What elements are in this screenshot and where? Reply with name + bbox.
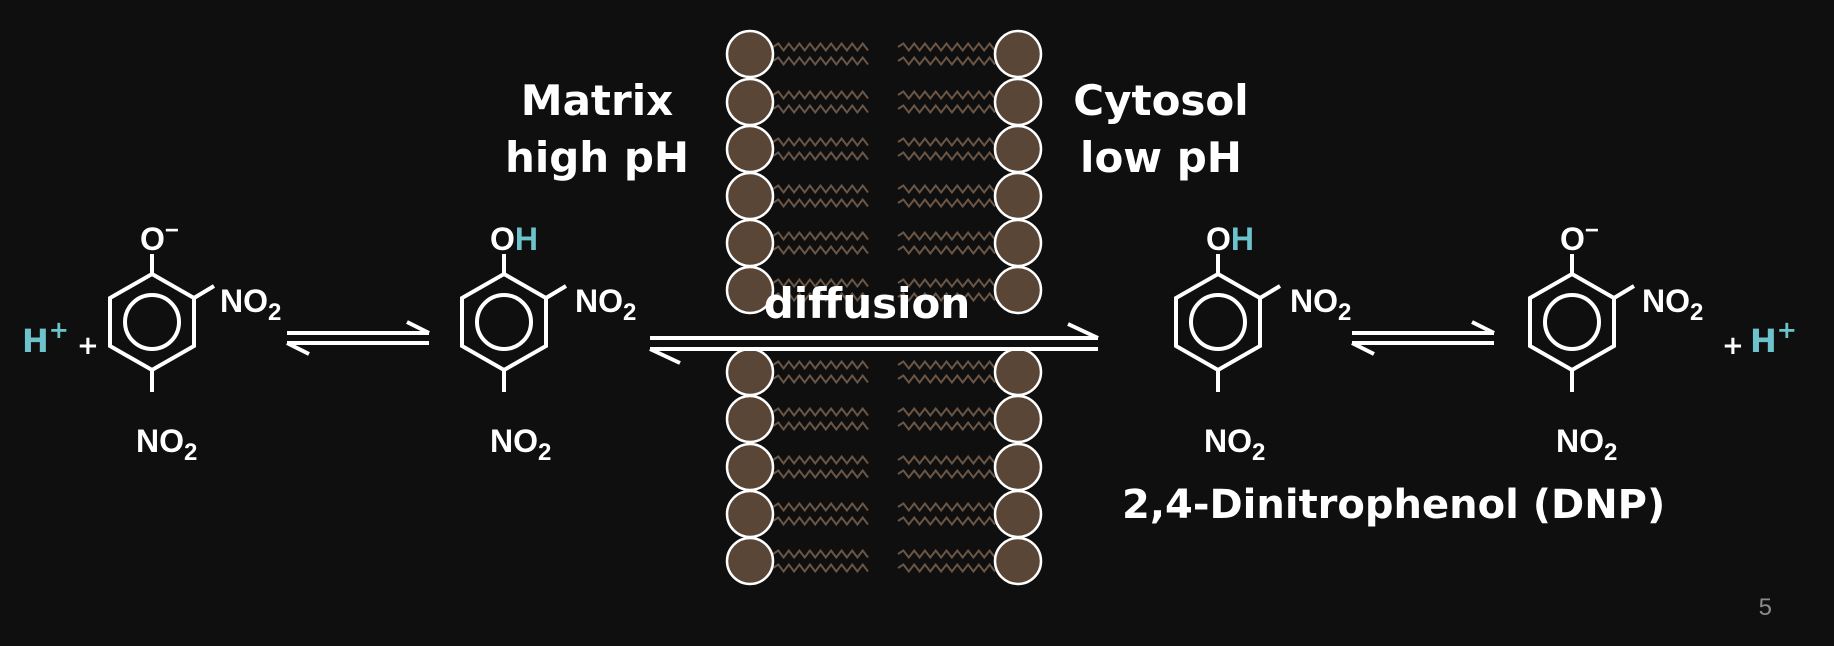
lipid-head [993, 265, 1043, 315]
proton-left: H+ [22, 316, 69, 360]
lipid-tail [897, 183, 996, 195]
lipid-tail [772, 183, 869, 195]
matrix-ph-label: high pH [505, 133, 689, 182]
lipid-tail [772, 359, 869, 371]
lipid-tail [772, 420, 869, 432]
diffusion-arrow [649, 322, 1099, 365]
lipid-head [725, 394, 775, 444]
compound-name: 2,4-Dinitrophenol (DNP) [1122, 482, 1665, 528]
lipid-tail [897, 244, 996, 256]
lipid-tail [772, 515, 869, 527]
lipid-head [725, 489, 775, 539]
lipid-tail [897, 454, 996, 466]
lipid-tail [772, 501, 869, 513]
lipid-head [993, 489, 1043, 539]
lipid-tail [772, 150, 869, 162]
svg-text:NO2: NO2 [575, 283, 636, 326]
slide-number: 5 [1758, 594, 1772, 621]
lipid-tail [897, 197, 996, 209]
cytosol-ph-label: low pH [1080, 133, 1242, 182]
lipid-head [993, 442, 1043, 492]
plus-right: + [1722, 331, 1744, 361]
lipid-tail [897, 501, 996, 513]
lipid-head [725, 124, 775, 174]
lipid-head [993, 171, 1043, 221]
lipid-head [725, 218, 775, 268]
lipid-head [993, 29, 1043, 79]
lipid-tail [897, 515, 996, 527]
lipid-tail [772, 244, 869, 256]
svg-text:NO2: NO2 [1290, 283, 1351, 326]
dnp-matrix: OH NO2 NO2 [460, 221, 636, 466]
matrix-label: Matrix [521, 76, 673, 125]
dnp-cytosol: OH NO2 NO2 [1174, 221, 1351, 466]
lipid-tail [772, 55, 869, 67]
lipid-tail [772, 197, 869, 209]
svg-text:OH: OH [490, 221, 538, 257]
lipid-tail [897, 55, 996, 67]
svg-text:NO2: NO2 [1642, 283, 1703, 326]
lipid-tail [772, 136, 869, 148]
lipid-tail [772, 454, 869, 466]
lipid-tail [772, 548, 869, 560]
svg-text:NO2: NO2 [136, 423, 197, 466]
svg-text:NO2: NO2 [220, 283, 281, 326]
lipid-tail [897, 548, 996, 560]
equilibrium-arrow-left [285, 320, 431, 356]
svg-text:NO2: NO2 [1556, 423, 1617, 466]
lipid-head [993, 347, 1043, 397]
lipid-head [725, 77, 775, 127]
lipid-tail [772, 406, 869, 418]
lipid-tail [897, 89, 996, 101]
proton-right: H+ [1750, 316, 1797, 360]
lipid-head [993, 394, 1043, 444]
lipid-head [725, 347, 775, 397]
svg-text:O−: O− [1560, 217, 1599, 257]
lipid-head [993, 77, 1043, 127]
svg-text:NO2: NO2 [1204, 423, 1265, 466]
dnp-anion-right: O− NO2 NO2 [1528, 217, 1703, 466]
lipid-tail [897, 150, 996, 162]
lipid-tail [897, 359, 996, 371]
lipid-tail [772, 291, 869, 303]
plus-left: + [77, 331, 99, 361]
lipid-tail [897, 230, 996, 242]
lipid-tail [897, 562, 996, 574]
svg-text:NO2: NO2 [490, 423, 551, 466]
lipid-tail [772, 103, 869, 115]
lipid-tail [772, 468, 869, 480]
lipid-tail [772, 41, 869, 53]
lipid-head [725, 29, 775, 79]
lipid-bilayer [725, 29, 1043, 586]
lipid-tail [772, 562, 869, 574]
lipid-tail [897, 277, 996, 289]
lipid-tail [897, 373, 996, 385]
lipid-head [725, 442, 775, 492]
lipid-tail [772, 373, 869, 385]
svg-text:OH: OH [1206, 221, 1254, 257]
lipid-tail [772, 277, 869, 289]
diffusion-label: diffusion [764, 279, 971, 328]
lipid-head [993, 536, 1043, 586]
lipid-tail [772, 230, 869, 242]
lipid-tail [897, 406, 996, 418]
svg-text:O−: O− [140, 217, 179, 257]
lipid-tail [897, 103, 996, 115]
lipid-head [993, 124, 1043, 174]
lipid-head [993, 218, 1043, 268]
lipid-head [725, 536, 775, 586]
lipid-tail [897, 41, 996, 53]
lipid-head [725, 171, 775, 221]
lipid-tail [897, 136, 996, 148]
lipid-tail [897, 468, 996, 480]
lipid-tail [897, 420, 996, 432]
dnp-anion-left: O− NO2 NO2 [108, 217, 281, 466]
lipid-tail [772, 89, 869, 101]
lipid-tail [897, 291, 996, 303]
cytosol-label: Cytosol [1073, 76, 1248, 125]
lipid-head [725, 265, 775, 315]
equilibrium-arrow-right [1350, 320, 1496, 356]
